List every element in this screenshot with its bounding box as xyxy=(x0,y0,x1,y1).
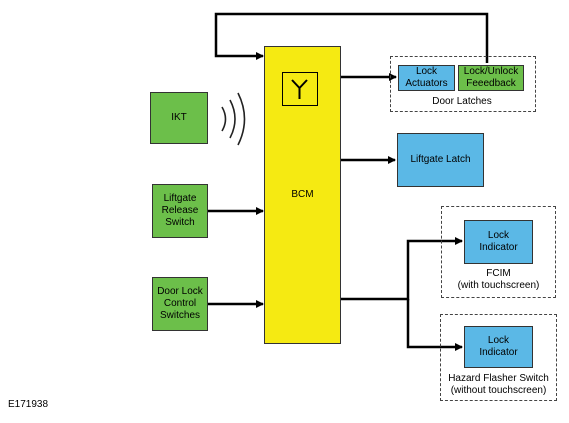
fcim-caption: FCIM (with touchscreen) xyxy=(457,268,540,291)
door-latches-group xyxy=(390,56,536,112)
liftgate-latch-label: Liftgate Latch xyxy=(410,154,471,165)
antenna-icon xyxy=(282,72,318,106)
ikt-box: IKT xyxy=(150,92,208,144)
fcim-lock-indicator-label: Lock Indicator xyxy=(479,230,518,253)
liftgate-release-switch-box: Liftgate Release Switch xyxy=(152,184,208,238)
door-lock-control-switches-label: Door Lock Control Switches xyxy=(157,286,203,321)
hazard-flasher-caption: Hazard Flasher Switch (without touchscre… xyxy=(448,373,549,396)
hazard-flasher-group xyxy=(440,314,557,401)
bcm-to-hazard-line xyxy=(406,299,463,351)
hazard-lock-indicator-label: Lock Indicator xyxy=(479,335,518,358)
door-latches-caption: Door Latches xyxy=(432,96,492,107)
liftgate-release-switch-label: Liftgate Release Switch xyxy=(161,193,199,228)
ikt-label: IKT xyxy=(171,112,187,123)
lock-unlock-feedback-box: Lock/Unlock Feeedback xyxy=(458,65,524,91)
bcm-to-indicators-line xyxy=(340,237,463,301)
lock-unlock-feedback-label: Lock/Unlock Feeedback xyxy=(463,66,519,89)
figure-id: E171938 xyxy=(8,399,49,410)
hazard-lock-indicator-box: Lock Indicator xyxy=(464,326,533,368)
lock-actuators-label: Lock Actuators xyxy=(405,66,448,89)
wireless-signal-icon xyxy=(221,92,246,146)
bcm-label: BCM xyxy=(291,189,314,200)
feedback-line xyxy=(214,12,489,63)
fcim-group xyxy=(441,206,556,298)
door-lock-control-switches-box: Door Lock Control Switches xyxy=(152,277,208,331)
fcim-lock-indicator-box: Lock Indicator xyxy=(464,220,533,264)
lock-actuators-box: Lock Actuators xyxy=(398,65,455,91)
liftgate-latch-box: Liftgate Latch xyxy=(397,133,484,187)
